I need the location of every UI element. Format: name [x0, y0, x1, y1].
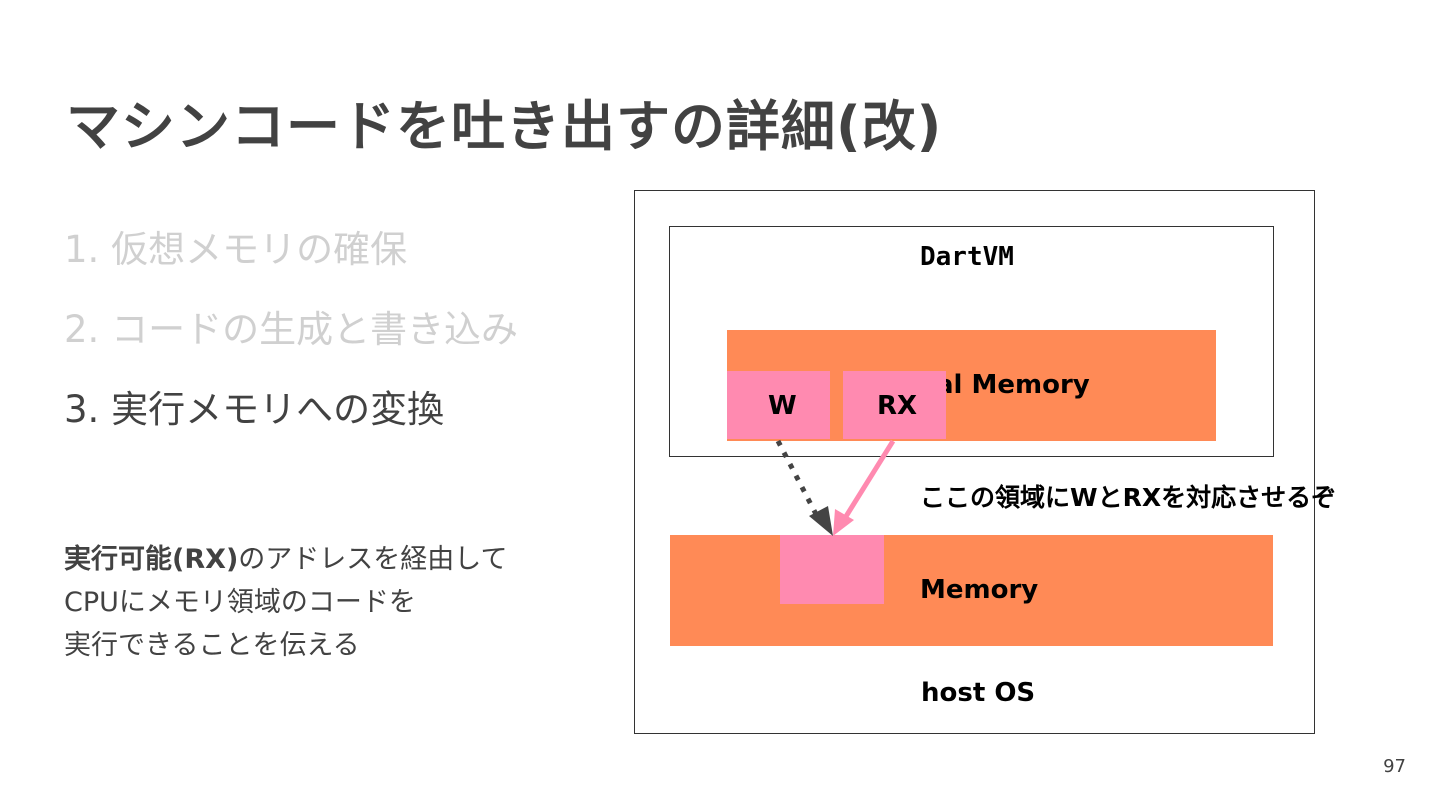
description-line-3: 実行できることを伝える [64, 630, 360, 661]
dartvm-label: DartVM [920, 242, 1014, 272]
step-item-2: 2. コードの生成と書き込み [64, 308, 519, 351]
memory-label: Memory [920, 575, 1039, 605]
description-text: 実行可能(RX)のアドレスを経由して CPUにメモリ領域のコードを 実行できるこ… [64, 538, 508, 667]
step-list: 1. 仮想メモリの確保 2. コードの生成と書き込み 3. 実行メモリへの変換 [64, 222, 518, 462]
rx-arrowhead [833, 509, 854, 536]
host-os-box [634, 190, 1315, 734]
dartvm-box [669, 226, 1274, 457]
page-number: 97 [1383, 756, 1406, 777]
virtual-memory-label: al Memory [936, 370, 1090, 400]
w-arrowhead [809, 506, 833, 536]
description-line-1: 実行可能(RX)のアドレスを経由して [64, 538, 508, 581]
rx-page-label: RX [877, 391, 918, 421]
rx-page [843, 371, 946, 439]
host-os-label: host OS [921, 678, 1036, 708]
rx-mapping-arrow [842, 439, 896, 520]
mapping-annotation: ここの領域にWとRXを対応させるぞ [920, 483, 1337, 512]
description-line-1-rest: のアドレスを経由して [238, 544, 508, 575]
description-line-2: CPUにメモリ領域のコードを [64, 587, 416, 618]
description-emphasis: 実行可能(RX) [64, 544, 239, 575]
mapped-page [780, 535, 884, 604]
w-page-label: W [768, 391, 797, 421]
w-mapping-arrow [775, 439, 821, 520]
w-page [727, 371, 830, 439]
slide-title: マシンコードを吐き出すの詳細(改) [66, 95, 943, 158]
step-item-3: 3. 実行メモリへの変換 [64, 388, 445, 431]
step-item-1: 1. 仮想メモリの確保 [64, 228, 408, 271]
physical-memory-block [670, 535, 1273, 646]
